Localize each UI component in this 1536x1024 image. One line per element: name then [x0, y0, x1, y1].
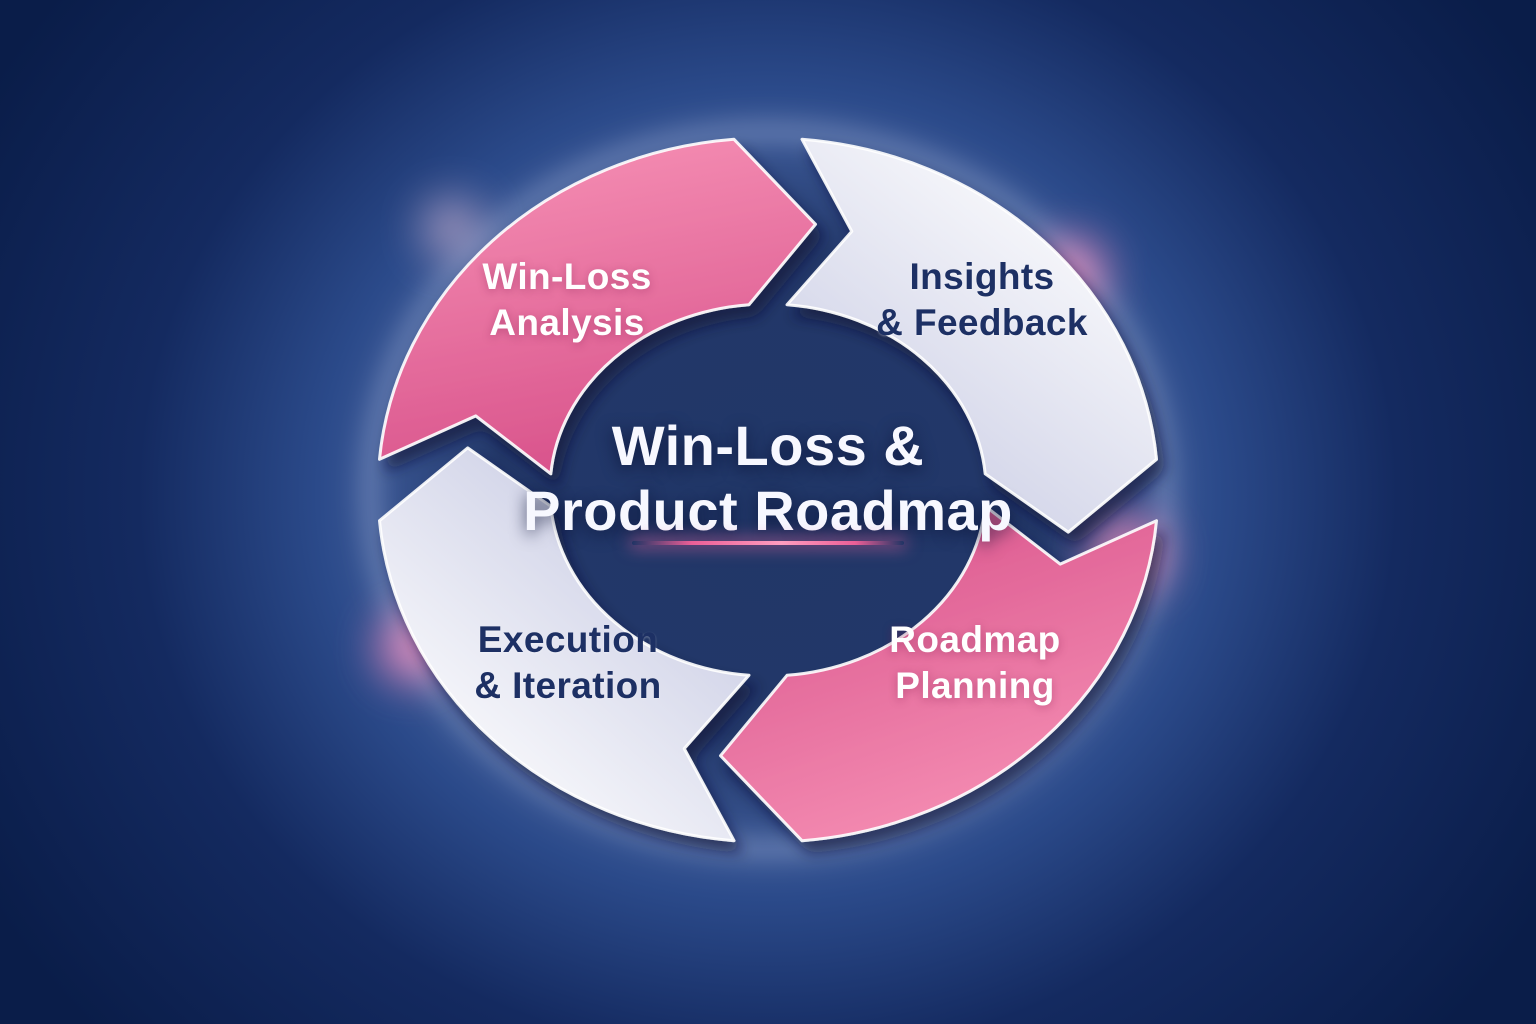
- label-line: Insights: [909, 256, 1055, 298]
- diagram-title: Win-Loss & Product Roadmap: [523, 414, 1013, 544]
- segment-win-loss-analysis: [378, 137, 817, 476]
- segment-label-insights-feedback: Insights & Feedback: [876, 254, 1088, 346]
- label-line: Analysis: [489, 302, 645, 343]
- segment-label-win-loss-analysis: Win-Loss Analysis: [482, 254, 651, 346]
- title-divider-line: [632, 541, 904, 545]
- label-line: Execution: [477, 619, 659, 661]
- diagram-title-line2: Product Roadmap: [523, 479, 1013, 542]
- diagram-title-line1: Win-Loss &: [611, 414, 925, 478]
- segment-roadmap-planning: [719, 504, 1158, 843]
- segment-insights-feedback: [785, 137, 1158, 534]
- segment-label-roadmap-planning: Roadmap Planning: [889, 617, 1060, 709]
- label-line: Win-Loss: [482, 256, 652, 298]
- label-line: Planning: [895, 665, 1055, 706]
- segment-execution-iteration: [378, 446, 751, 843]
- segment-label-execution-iteration: Execution & Iteration: [474, 617, 661, 709]
- white-glow-top-left: [422, 198, 482, 258]
- label-line: & Feedback: [876, 302, 1088, 343]
- label-line: Roadmap: [889, 619, 1061, 661]
- label-line: & Iteration: [474, 665, 662, 706]
